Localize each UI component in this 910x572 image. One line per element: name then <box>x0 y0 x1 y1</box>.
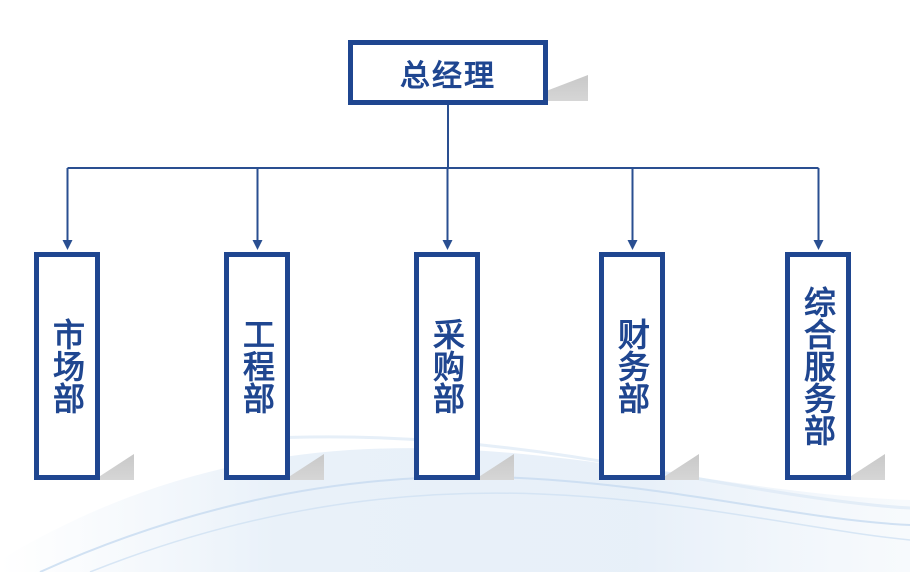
dept-node: 工程部 <box>224 252 290 480</box>
dept-node-label: 市场部 <box>48 318 86 414</box>
dept-node: 财务部 <box>599 252 665 480</box>
dept-node-label: 采购部 <box>428 318 466 414</box>
arrow-head-icon <box>627 240 638 250</box>
root-node-general-manager: 总经理 <box>348 40 548 105</box>
dept-node-label: 财务部 <box>613 318 651 414</box>
arrow-head-icon <box>252 240 263 250</box>
arrow-head-icon <box>813 240 824 250</box>
dept-node-label: 工程部 <box>238 318 276 414</box>
arrow-head-icon <box>62 240 73 250</box>
dept-node: 采购部 <box>414 252 480 480</box>
root-node-label: 总经理 <box>400 58 496 94</box>
dept-node-label: 综合服务部 <box>799 286 837 446</box>
dept-node: 综合服务部 <box>785 252 851 480</box>
arrow-head-icon <box>442 240 453 250</box>
dept-node: 市场部 <box>34 252 100 480</box>
